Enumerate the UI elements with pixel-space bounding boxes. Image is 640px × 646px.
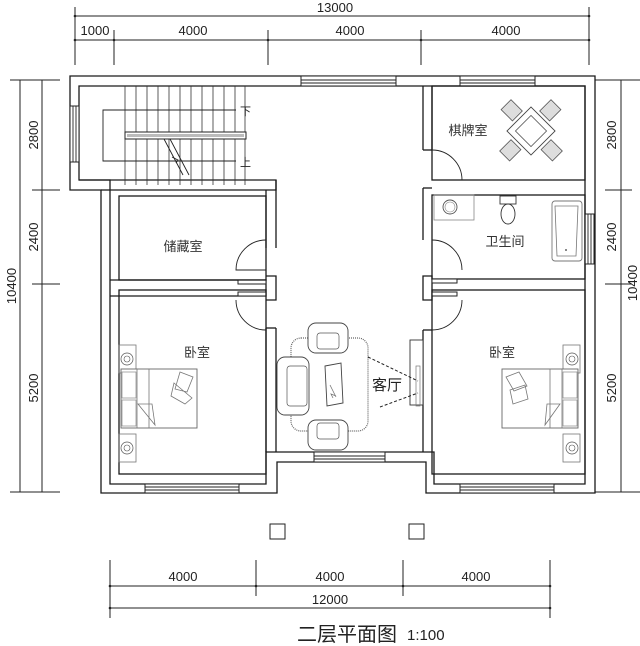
chess-room-label: 棋牌室	[448, 123, 487, 139]
staircase: 下 上	[102, 86, 251, 185]
living-room-furniture	[276, 322, 424, 451]
stairs-down-label: 下	[240, 105, 251, 118]
left-bed	[118, 344, 198, 463]
bottom-dimension-chain: 4000 4000 4000 12000	[108, 560, 552, 618]
drawing-title: 二层平面图	[297, 622, 397, 646]
top-dimension-3: 4000	[336, 23, 365, 38]
top-dimension-4: 4000	[492, 23, 521, 38]
windows	[69, 75, 595, 494]
bottom-total-dimension: 12000	[312, 592, 348, 607]
top-total-dimension: 13000	[317, 0, 353, 15]
stairs-up-label: 上	[240, 156, 251, 169]
top-dimension-2: 4000	[179, 23, 208, 38]
right-total-dimension: 10400	[625, 265, 640, 301]
left-total-dimension: 10400	[4, 268, 19, 304]
doors	[235, 149, 463, 331]
bottom-dimension-3: 4000	[462, 569, 491, 584]
right-dimension-2: 2400	[604, 223, 619, 252]
right-dimension-1: 2800	[604, 121, 619, 150]
bathroom-label: 卫生间	[485, 235, 524, 250]
bathroom-fixtures	[433, 194, 583, 262]
top-dimension-1: 1000	[81, 23, 110, 38]
storage-room-label: 储藏室	[163, 239, 202, 255]
left-bedroom-label: 卧室	[184, 345, 210, 361]
bottom-dimension-1: 4000	[169, 569, 198, 584]
right-bed	[501, 344, 581, 463]
bottom-dimension-2: 4000	[316, 569, 345, 584]
left-dimension-3: 5200	[26, 374, 41, 403]
top-dimension-chain: 13000 1000 4000 4000 4000	[73, 0, 591, 65]
right-dimension-3: 5200	[604, 374, 619, 403]
living-room-label: 客厅	[372, 376, 402, 394]
right-dimension-chain: 2800 2400 5200 10400	[595, 79, 640, 493]
right-bedroom-label: 卧室	[489, 345, 515, 361]
left-dimension-chain: 2800 2400 5200 10400	[4, 79, 60, 493]
drawing-scale: 1:100	[407, 627, 445, 644]
left-dimension-1: 2800	[26, 121, 41, 150]
mahjong-table	[499, 99, 563, 162]
column-markers	[269, 523, 425, 540]
left-dimension-2: 2400	[26, 223, 41, 252]
